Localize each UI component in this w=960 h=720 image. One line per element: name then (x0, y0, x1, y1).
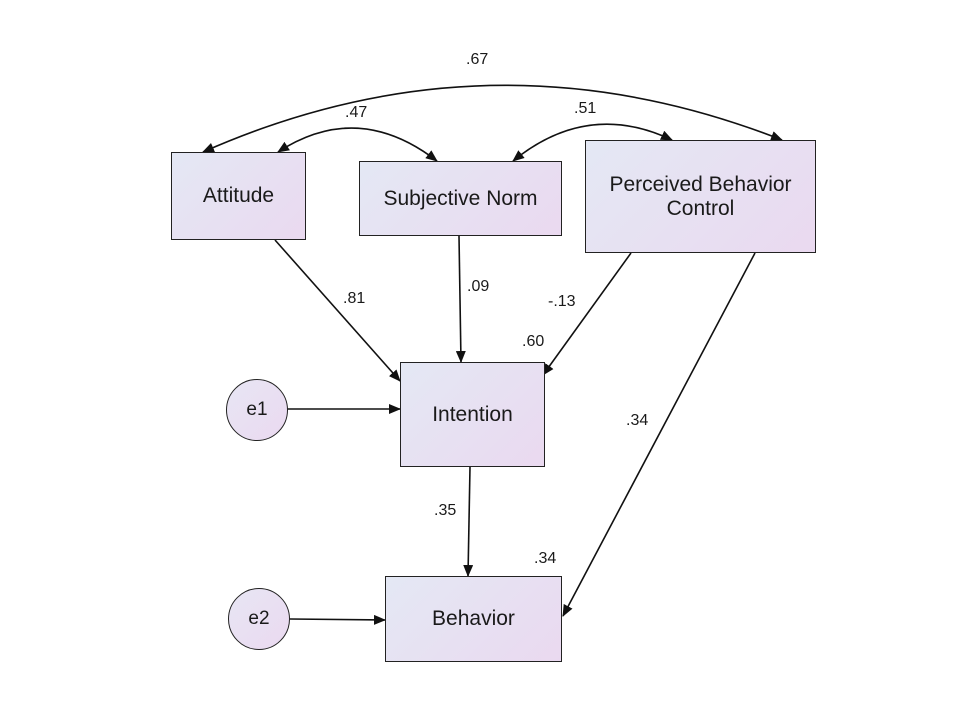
coef-norm-intention: .09 (467, 278, 490, 295)
coef-attitude-norm: .47 (345, 104, 368, 121)
path-attitude-intention (274, 239, 401, 382)
node-intention: Intention (400, 362, 545, 467)
covariance-arc-norm-pbc (512, 123, 673, 162)
coef-intention-behavior: .35 (434, 502, 457, 519)
coef-pbc-behavior: .34 (626, 412, 649, 429)
node-subjective-norm: Subjective Norm (359, 161, 562, 236)
path-pbc-behavior (562, 252, 756, 617)
path-e2-behavior (289, 614, 386, 625)
path-pbc-intention (542, 252, 632, 376)
path-intention-behavior (463, 466, 474, 577)
node-pbc-label-line2: Control (666, 196, 735, 220)
node-pbc-label-line1: Perceived Behavior (609, 172, 792, 196)
node-behavior: Behavior (385, 576, 562, 662)
path-norm-intention (455, 235, 466, 363)
coef-pbc-intention: -.13 (548, 293, 576, 310)
node-attitude-label: Attitude (202, 184, 275, 207)
covariance-arc-attitude-pbc (202, 84, 783, 153)
node-behavior-label: Behavior (432, 607, 515, 630)
node-subjective-norm-label: Subjective Norm (383, 186, 538, 210)
error-term-e1-label: e1 (246, 399, 268, 420)
error-term-e2: e2 (228, 588, 290, 650)
error-term-e2-label: e2 (248, 608, 270, 629)
node-intention-label: Intention (432, 402, 513, 426)
coef-norm-pbc: .51 (574, 100, 597, 117)
r-squared-intention: .60 (522, 333, 545, 350)
coef-attitude-pbc: .67 (466, 51, 489, 68)
covariance-arc-attitude-norm (277, 127, 438, 162)
r-squared-behavior: .34 (534, 550, 557, 567)
node-attitude: Attitude (171, 152, 306, 240)
error-term-e1: e1 (226, 379, 288, 441)
node-perceived-behavior-control: Perceived Behavior Control (585, 140, 816, 253)
coef-attitude-intention: .81 (343, 290, 366, 307)
